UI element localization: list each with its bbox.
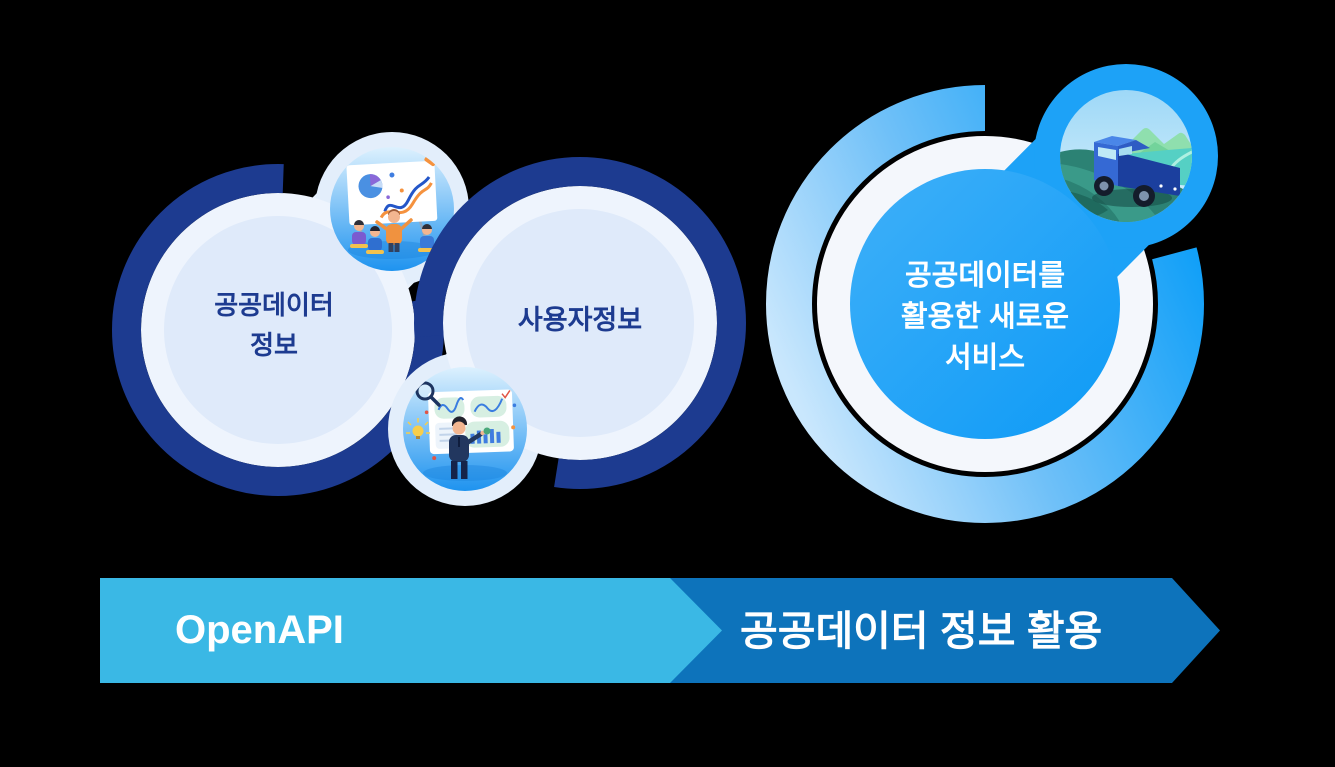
process-arrow-banner	[100, 578, 1220, 683]
new-service-label: 공공데이터를 활용한 새로운 서비스	[845, 256, 1125, 379]
user-info-disc	[466, 209, 694, 437]
audience-figures	[350, 220, 436, 254]
analyst-figure	[449, 416, 491, 479]
user-info-ring	[414, 157, 746, 489]
line-chart-icon	[437, 397, 465, 413]
banner-openapi-label: OpenAPI	[175, 608, 344, 652]
public-data-disc	[164, 216, 392, 444]
new-service-label-line3: 서비스	[944, 342, 1026, 374]
car-driving-landscape-illustration	[1060, 90, 1192, 222]
new-service-label-line1: 공공데이터를	[904, 260, 1066, 292]
truck	[1094, 136, 1180, 207]
dashboard-board	[424, 389, 517, 461]
presenter-figure	[375, 209, 413, 252]
banner-left-arrow	[100, 578, 722, 683]
public-data-label: 공공데이터 정보	[158, 285, 390, 365]
public-data-label-line1: 공공데이터	[214, 290, 334, 320]
checkmark-icon	[501, 389, 511, 399]
marker-icon	[424, 156, 436, 167]
lightbulb-icon	[406, 418, 430, 439]
banner-right-arrow	[670, 578, 1220, 683]
magnifier-icon	[415, 381, 441, 407]
new-service-white-ring	[817, 136, 1153, 472]
new-service-outer-ring	[766, 85, 1204, 523]
public-data-label-line2: 정보	[250, 330, 298, 360]
new-service-label-line2: 활용한 새로운	[900, 301, 1070, 333]
line-chart-icon	[383, 176, 431, 212]
analyst-dashboard-illustration	[403, 367, 527, 491]
new-service-disc	[850, 169, 1120, 439]
user-info-label: 사용자정보	[517, 305, 643, 335]
banner-usage-label: 공공데이터 정보 활용	[740, 608, 1103, 654]
